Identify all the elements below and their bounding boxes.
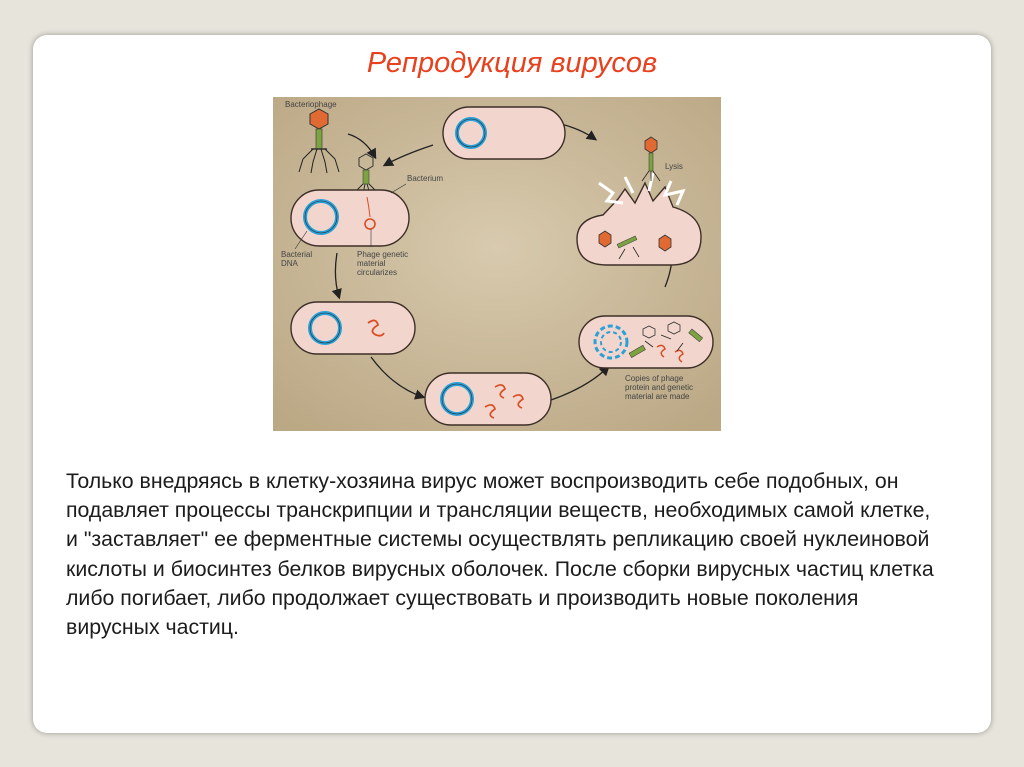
label-bacteriophage: Bacteriophage — [285, 100, 337, 109]
cell-copies-made — [578, 315, 714, 369]
label-phage-genetic-3: circularizes — [357, 268, 397, 277]
label-bacterial-dna-1: Bacterial — [281, 250, 312, 259]
cell-genome-circularized — [290, 301, 416, 355]
bacteriophage-icon — [298, 108, 340, 174]
label-bacterium: Bacterium — [407, 174, 443, 183]
label-copies-1: Copies of phage — [625, 374, 684, 383]
label-phage-genetic-2: material — [357, 259, 386, 268]
label-bacterial-dna-2: DNA — [281, 259, 299, 268]
phage-lifecycle-diagram: Bacteriophage Bacterium Bacterial DNA P — [273, 97, 721, 431]
attaching-phage-icon — [354, 153, 378, 195]
slide: Репродукция вирусов — [33, 35, 991, 733]
label-copies-2: protein and genetic — [625, 383, 693, 392]
label-phage-genetic-1: Phage genetic — [357, 250, 408, 259]
label-lysis: Lysis — [665, 162, 683, 171]
cell-infected — [290, 189, 410, 247]
label-copies-3: material are made — [625, 392, 690, 401]
cell-lysis — [576, 172, 702, 266]
slide-title: Репродукция вирусов — [366, 47, 658, 79]
body-paragraph: Только внедряясь в клетку-хозяина вирус … — [66, 469, 934, 640]
released-phage-icon — [641, 136, 661, 182]
cell-top — [442, 106, 566, 160]
cell-replication — [424, 372, 552, 426]
